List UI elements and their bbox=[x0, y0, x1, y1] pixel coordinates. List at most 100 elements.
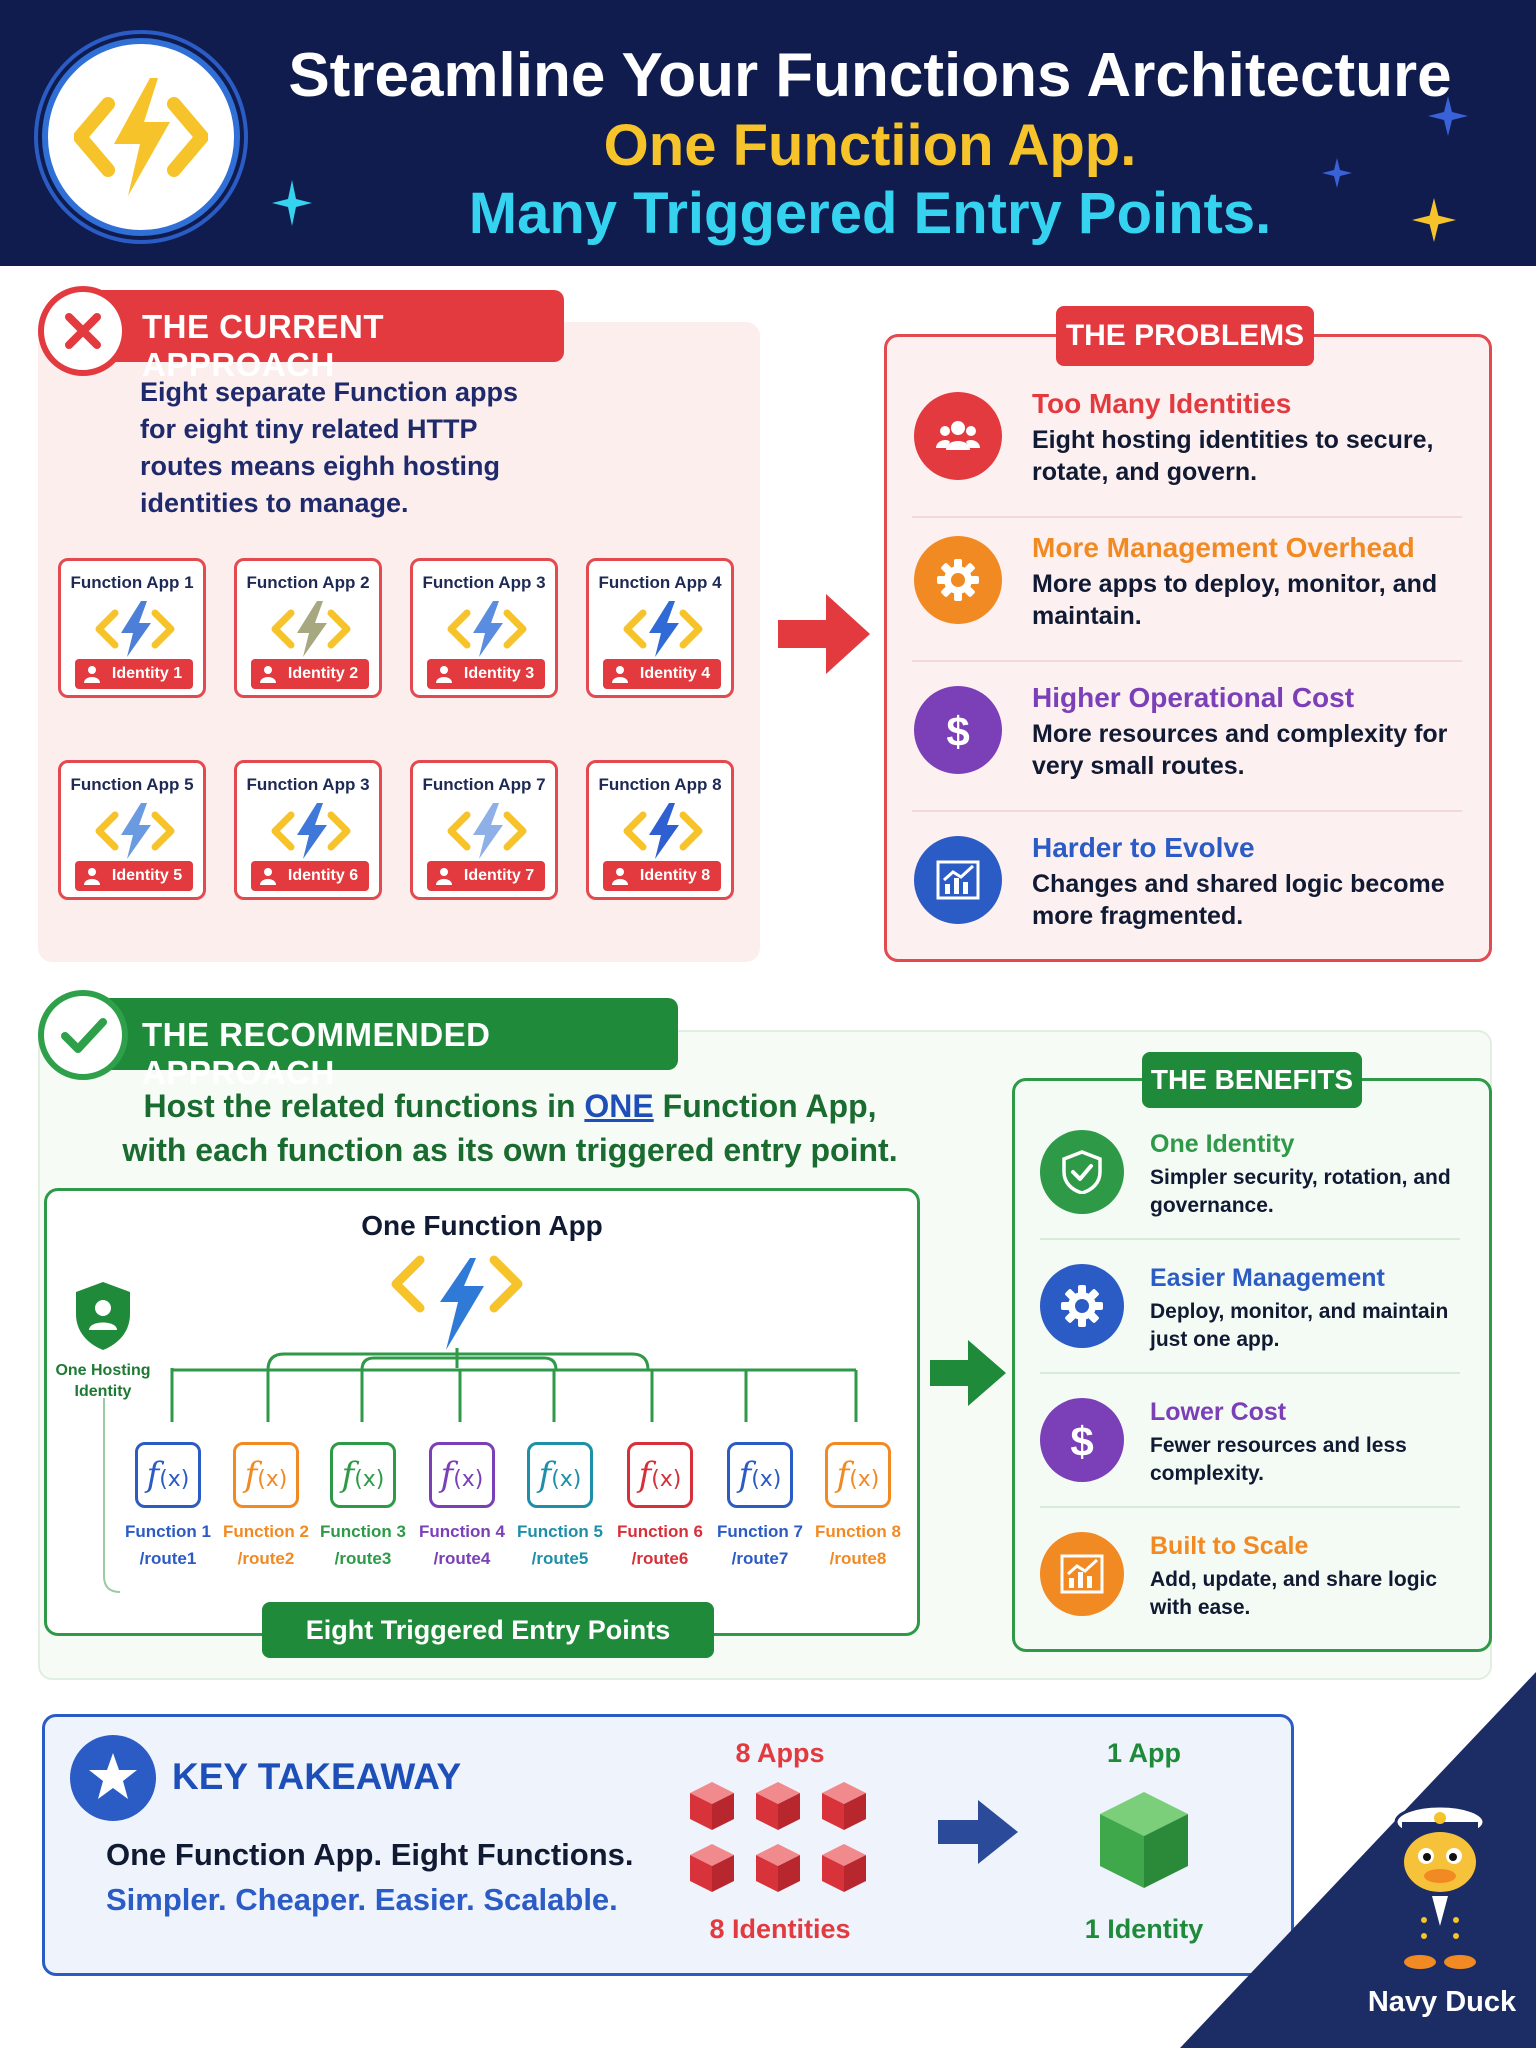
benefit-title: Lower Cost bbox=[1150, 1398, 1287, 1426]
function-app-title: Function App 3 bbox=[422, 573, 546, 592]
function-icon-card: f(x) bbox=[825, 1442, 891, 1508]
function-icon-card: f(x) bbox=[627, 1442, 693, 1508]
function-route: /route1 bbox=[139, 1549, 197, 1568]
gear-icon bbox=[1040, 1264, 1124, 1348]
problem-text: Eight hosting identities to secure, rota… bbox=[1032, 426, 1434, 486]
current-description: Eight separate Function apps for eight t… bbox=[140, 377, 519, 518]
users-icon bbox=[914, 392, 1002, 480]
identity-badge: Identity 3 bbox=[427, 659, 545, 689]
azure-functions-bolt-icon bbox=[447, 803, 527, 859]
person-icon bbox=[436, 868, 452, 885]
azure-functions-bolt-icon bbox=[74, 78, 208, 196]
dollar-icon: $ bbox=[914, 686, 1002, 774]
problem-text: More resources and complexity for very s… bbox=[1032, 720, 1448, 780]
identity-badge: Identity 6 bbox=[251, 861, 369, 891]
function-icon-card: f(x) bbox=[135, 1442, 201, 1508]
azure-functions-bolt-icon bbox=[95, 601, 175, 657]
azure-functions-bolt-icon bbox=[447, 601, 527, 657]
function-app-card: Function App 3 Identity 3 bbox=[410, 558, 558, 698]
function-app-title: Function App 2 bbox=[246, 573, 370, 592]
problems-heading: THE PROBLEMS bbox=[1056, 306, 1314, 366]
function-app-title: Function App 8 bbox=[598, 775, 722, 794]
title-line-1: Streamline Your Functions Architecture bbox=[288, 41, 1452, 110]
identity-label: Identity 8 bbox=[639, 867, 711, 884]
function-route: /route2 bbox=[237, 1549, 295, 1568]
function-route: /route3 bbox=[334, 1549, 392, 1568]
identity-label: Identity 4 bbox=[639, 665, 711, 682]
recommended-heading-text: THE RECOMMENDED APPROACH bbox=[142, 1016, 491, 1091]
logo-badge bbox=[42, 38, 240, 236]
sparkle-icon bbox=[1322, 158, 1352, 188]
identity-label: Identity 2 bbox=[287, 665, 359, 682]
function-fx-icon: f(x) bbox=[638, 1455, 682, 1495]
arrow-right-icon bbox=[930, 1340, 1006, 1406]
function-name: Function 1 bbox=[125, 1522, 211, 1541]
red-cube-icon bbox=[822, 1782, 866, 1830]
green-cube-icon bbox=[1100, 1792, 1188, 1888]
function-fx-icon: f(x) bbox=[538, 1455, 582, 1495]
one-function-app-box bbox=[44, 1188, 920, 1636]
function-icon-card: f(x) bbox=[330, 1442, 396, 1508]
function-app-card: Function App 2 Identity 2 bbox=[234, 558, 382, 698]
azure-functions-bolt-icon bbox=[623, 803, 703, 859]
identity-badge: Identity 5 bbox=[75, 861, 193, 891]
star-icon bbox=[70, 1735, 156, 1821]
problem-title: Too Many Identities bbox=[1032, 388, 1292, 419]
azure-functions-bolt-icon bbox=[271, 601, 351, 657]
entry-points-label: Eight Triggered Entry Points bbox=[262, 1602, 714, 1658]
rec-desc-line2: with each function as its own triggered … bbox=[122, 1132, 898, 1168]
before-sub-label: 8 Identities bbox=[709, 1914, 851, 1944]
red-cube-icon bbox=[690, 1782, 734, 1830]
identity-label: Identity 1 bbox=[111, 665, 183, 682]
benefits-heading: THE BENEFITS bbox=[1142, 1052, 1362, 1108]
svg-text:$: $ bbox=[946, 708, 969, 752]
function-tree-connectors bbox=[103, 1255, 858, 1593]
dollar-icon: $ bbox=[1040, 1398, 1124, 1482]
sparkle-icon bbox=[272, 180, 312, 226]
function-icon-card: f(x) bbox=[429, 1442, 495, 1508]
gear-icon bbox=[914, 536, 1002, 624]
benefit-text: Fewer resources and less complexity. bbox=[1150, 1434, 1407, 1485]
function-name: Function 4 bbox=[419, 1522, 505, 1541]
function-name: Function 2 bbox=[223, 1522, 309, 1541]
title-line-3: Many Triggered Entry Points. bbox=[468, 181, 1272, 246]
shield-check-icon bbox=[1040, 1130, 1124, 1214]
host-identity-label: One Hosting Identity bbox=[55, 1362, 151, 1400]
problem-title: More Management Overhead bbox=[1032, 532, 1415, 563]
function-app-card: Function App 8 Identity 8 bbox=[586, 760, 734, 900]
function-fx-icon: f(x) bbox=[341, 1455, 385, 1495]
function-name: Function 5 bbox=[517, 1522, 603, 1541]
before-label: 8 Apps bbox=[735, 1738, 825, 1768]
divider bbox=[1040, 1506, 1460, 1508]
identity-badge: Identity 8 bbox=[603, 861, 721, 891]
person-icon bbox=[436, 666, 452, 683]
azure-functions-bolt-icon bbox=[391, 1255, 523, 1350]
problem-title: Higher Operational Cost bbox=[1032, 682, 1355, 713]
function-name: Function 7 bbox=[717, 1522, 803, 1541]
red-cube-icon bbox=[756, 1844, 800, 1892]
function-fx-icon: f(x) bbox=[146, 1455, 190, 1495]
identity-label: Identity 7 bbox=[463, 867, 535, 884]
person-icon bbox=[84, 666, 100, 683]
function-icon-card: f(x) bbox=[233, 1442, 299, 1508]
svg-text:$: $ bbox=[1070, 1418, 1093, 1462]
identity-label: Identity 6 bbox=[287, 867, 359, 884]
title-line-2: One Functiion App. bbox=[603, 113, 1137, 178]
divider bbox=[1040, 1238, 1460, 1240]
after-sub-label: 1 Identity bbox=[1084, 1914, 1204, 1944]
arrow-right-icon bbox=[778, 594, 870, 674]
current-heading-text: THE CURRENT APPROACH bbox=[142, 308, 384, 383]
function-name: Function 6 bbox=[617, 1522, 703, 1541]
takeaway-line-2: Simpler. Cheaper. Easier. Scalable. bbox=[106, 1882, 618, 1917]
person-icon bbox=[84, 868, 100, 885]
benefit-title: One Identity bbox=[1150, 1130, 1295, 1158]
navy-duck-mascot-icon bbox=[1394, 1804, 1486, 1969]
identity-label: Identity 3 bbox=[463, 665, 535, 682]
rec-desc-part1: Host the related functions in bbox=[143, 1088, 585, 1124]
function-name: Function 3 bbox=[320, 1522, 406, 1541]
shield-user-icon bbox=[76, 1282, 130, 1350]
key-takeaway-heading: KEY TAKEAWAY bbox=[172, 1756, 462, 1797]
